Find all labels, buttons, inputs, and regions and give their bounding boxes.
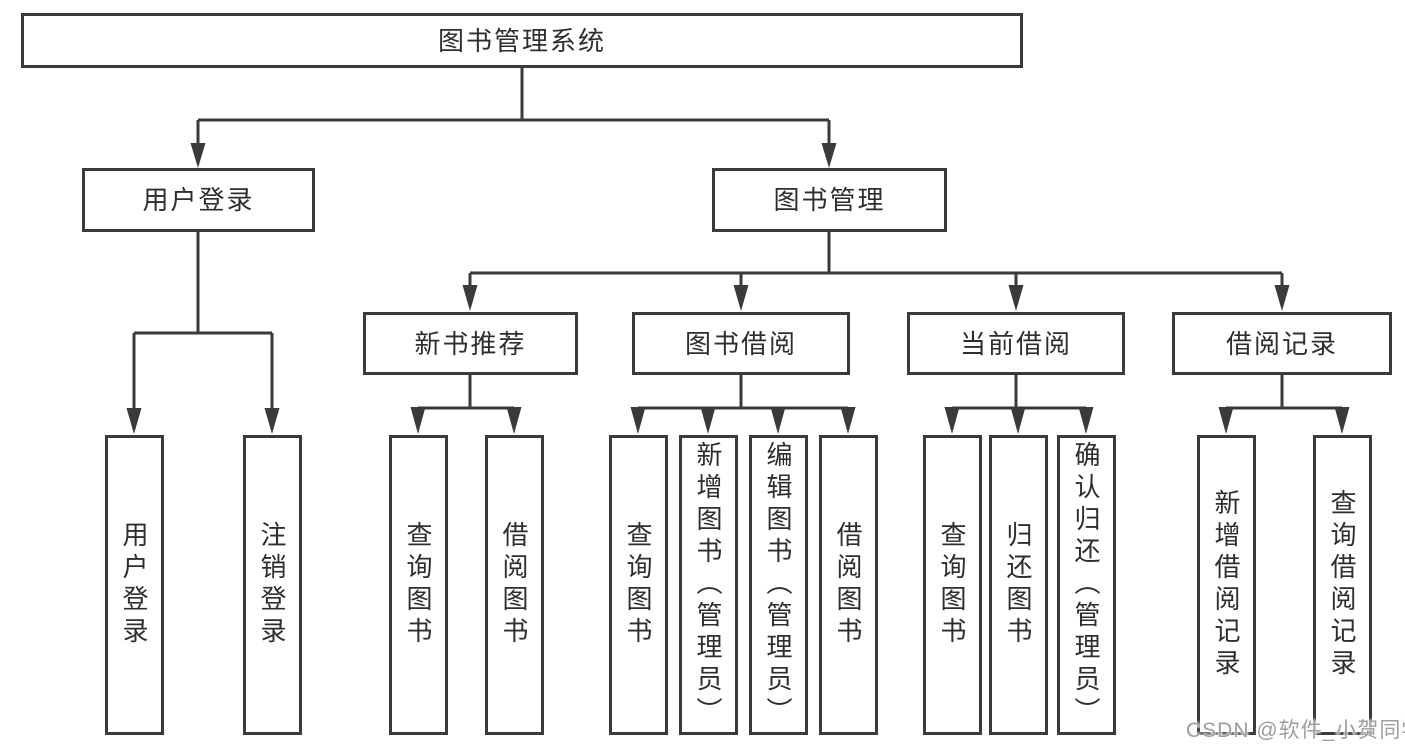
leaf-query-books-borrow-label: 查询图书 [623,521,653,649]
node-book-borrowing-label: 图书借阅 [684,328,797,359]
node-current-borrowing-label: 当前借阅 [959,328,1072,359]
leaf-query-books-recommend: 查询图书 [388,435,448,735]
node-root-label: 图书管理系统 [437,25,606,56]
leaf-borrow-books: 借阅图书 [818,435,878,735]
node-borrowing-records: 借阅记录 [1172,312,1392,375]
node-new-book-recommendation-label: 新书推荐 [414,328,527,359]
leaf-return-books-label: 归还图书 [1003,521,1033,649]
leaf-borrow-books-recommend: 借阅图书 [484,435,544,735]
leaf-borrow-books-recommend-label: 借阅图书 [499,521,529,649]
leaf-query-books-current: 查询图书 [922,435,982,735]
csdn-watermark: CSDN @软件_小贺同学 [1186,719,1405,742]
leaf-add-borrow-record-label: 新增借阅记录 [1211,489,1241,681]
leaf-edit-books-admin: 编辑图书（管理员） [748,435,808,735]
leaf-user-login: 用户登录 [104,435,164,735]
node-book-management-label: 图书管理 [773,185,886,215]
leaf-query-books-current-label: 查询图书 [937,521,967,649]
arrowheads [126,143,1350,434]
leaf-confirm-return-admin-label: 确认归还（管理员） [1071,441,1101,729]
node-borrowing-records-label: 借阅记录 [1225,328,1338,359]
leaf-confirm-return-admin: 确认归还（管理员） [1056,435,1116,735]
node-book-management: 图书管理 [712,168,947,232]
node-user-login-label: 用户登录 [142,185,255,215]
node-current-borrowing: 当前借阅 [907,312,1125,375]
leaf-add-borrow-record: 新增借阅记录 [1196,435,1256,735]
leaf-edit-books-admin-label: 编辑图书（管理员） [763,441,793,729]
node-book-borrowing: 图书借阅 [632,312,850,375]
leaf-borrow-books-label: 借阅图书 [833,521,863,649]
leaf-query-borrow-record: 查询借阅记录 [1312,435,1372,735]
leaf-add-books-admin: 新增图书（管理员） [678,435,738,735]
node-new-book-recommendation: 新书推荐 [363,312,578,375]
node-root: 图书管理系统 [21,13,1023,68]
leaf-logout-label: 注销登录 [257,521,287,649]
leaf-query-books-recommend-label: 查询图书 [403,521,433,649]
leaf-logout: 注销登录 [242,435,302,735]
leaf-user-login-label: 用户登录 [119,521,149,649]
leaf-add-books-admin-label: 新增图书（管理员） [693,441,723,729]
node-user-login: 用户登录 [82,168,315,232]
leaf-query-borrow-record-label: 查询借阅记录 [1327,489,1357,681]
leaf-return-books: 归还图书 [988,435,1048,735]
leaf-query-books-borrow: 查询图书 [608,435,668,735]
